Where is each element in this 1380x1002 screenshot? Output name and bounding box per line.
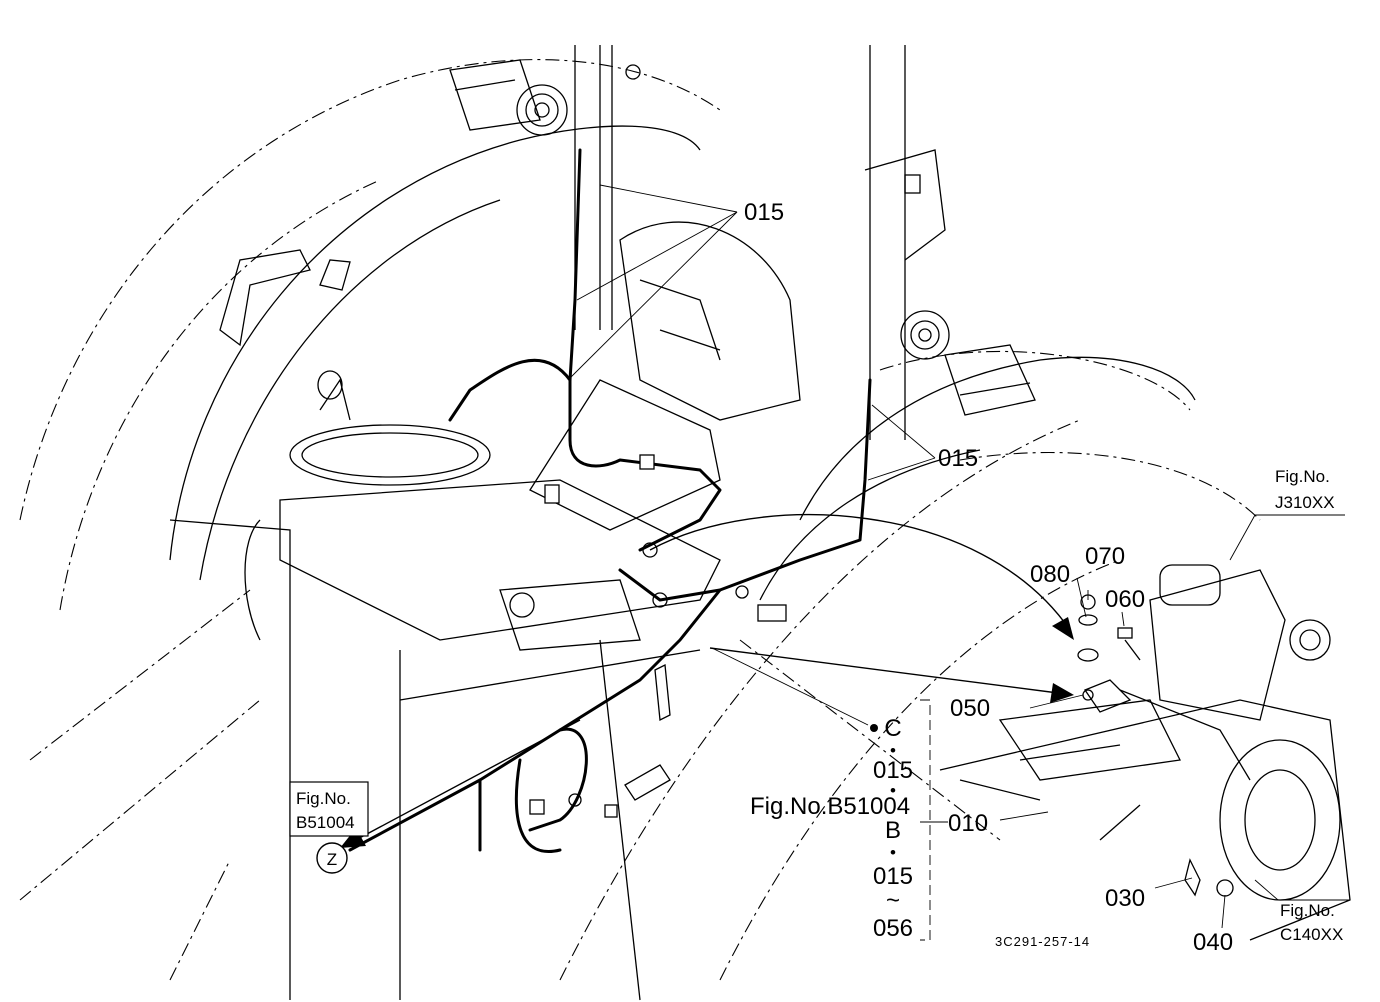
callout-030: 030 xyxy=(1105,885,1145,912)
arrow-to-z xyxy=(351,719,581,843)
arrow-to-z-head xyxy=(340,828,366,848)
leader-lines xyxy=(567,184,1350,929)
callout-010: 010 xyxy=(948,810,988,837)
seq-dot-2: • xyxy=(890,781,896,800)
arrow-to-080 xyxy=(649,514,1071,631)
reference-arrows xyxy=(340,514,1074,848)
arrow-to-050 xyxy=(709,647,1059,694)
callout-015-top: 015 xyxy=(744,199,784,226)
callout-070: 070 xyxy=(1085,543,1125,570)
seq-b: B xyxy=(885,817,901,844)
fig-ref-c140xx: Fig.No. C140XX xyxy=(1280,901,1343,944)
seq-015-b: 015 xyxy=(873,863,913,890)
arrow-to-050-head xyxy=(1050,683,1074,703)
part-sequence: C • 015 • Fig.No.B51004 B • 015 ~ 056 xyxy=(750,715,913,942)
operator-seat xyxy=(529,221,801,531)
seq-015-a: 015 xyxy=(873,757,913,784)
fig-ref-b51004-value: B51004 xyxy=(296,813,355,832)
z-marker: Z xyxy=(316,842,348,874)
seq-dot-3: • xyxy=(890,843,896,862)
callout-080: 080 xyxy=(1030,561,1070,588)
drawing-code: 3C291-257-14 xyxy=(995,934,1090,949)
seq-c: C xyxy=(884,715,901,742)
fender-right xyxy=(759,356,1196,601)
callout-060: 060 xyxy=(1105,586,1145,613)
transmission-housing xyxy=(939,564,1351,941)
callout-050: 050 xyxy=(950,695,990,722)
rops-right-post xyxy=(864,45,946,440)
seq-tilde: ~ xyxy=(886,887,900,914)
fig-ref-j310xx: Fig.No. J310XX xyxy=(1275,467,1335,512)
callout-040: 040 xyxy=(1193,929,1233,956)
z-marker-label: Z xyxy=(327,850,337,869)
seq-point-c xyxy=(870,724,878,732)
fig-ref-b51004: Fig.No. B51004 xyxy=(289,781,369,837)
seq-dot-1: • xyxy=(890,741,896,760)
fig-ref-c140xx-label: Fig.No. xyxy=(1280,901,1335,920)
fender-left xyxy=(169,125,701,581)
fig-ref-b51004-label: Fig.No. xyxy=(296,789,351,808)
fig-ref-c140xx-value: C140XX xyxy=(1280,925,1343,944)
fig-ref-j310xx-label: Fig.No. xyxy=(1275,467,1330,486)
seq-fig-b51004: Fig.No.B51004 xyxy=(750,793,910,820)
tractor-body xyxy=(169,479,721,1001)
harness-connectors xyxy=(529,454,787,818)
wiring-harness xyxy=(348,148,872,853)
tractor-phantom-outline xyxy=(19,59,1261,981)
arrow-to-080-head xyxy=(1052,617,1074,640)
steering-wheel xyxy=(289,370,491,486)
fig-ref-b51004-box xyxy=(289,781,369,837)
rops-left-post xyxy=(574,45,641,330)
callout-015-right: 015 xyxy=(938,445,978,472)
lamp-left xyxy=(449,59,568,136)
sequence-bracket xyxy=(920,699,931,941)
seq-056: 056 xyxy=(873,915,913,942)
lamp-right xyxy=(900,310,1036,416)
fig-ref-j310xx-value: J310XX xyxy=(1275,493,1335,512)
